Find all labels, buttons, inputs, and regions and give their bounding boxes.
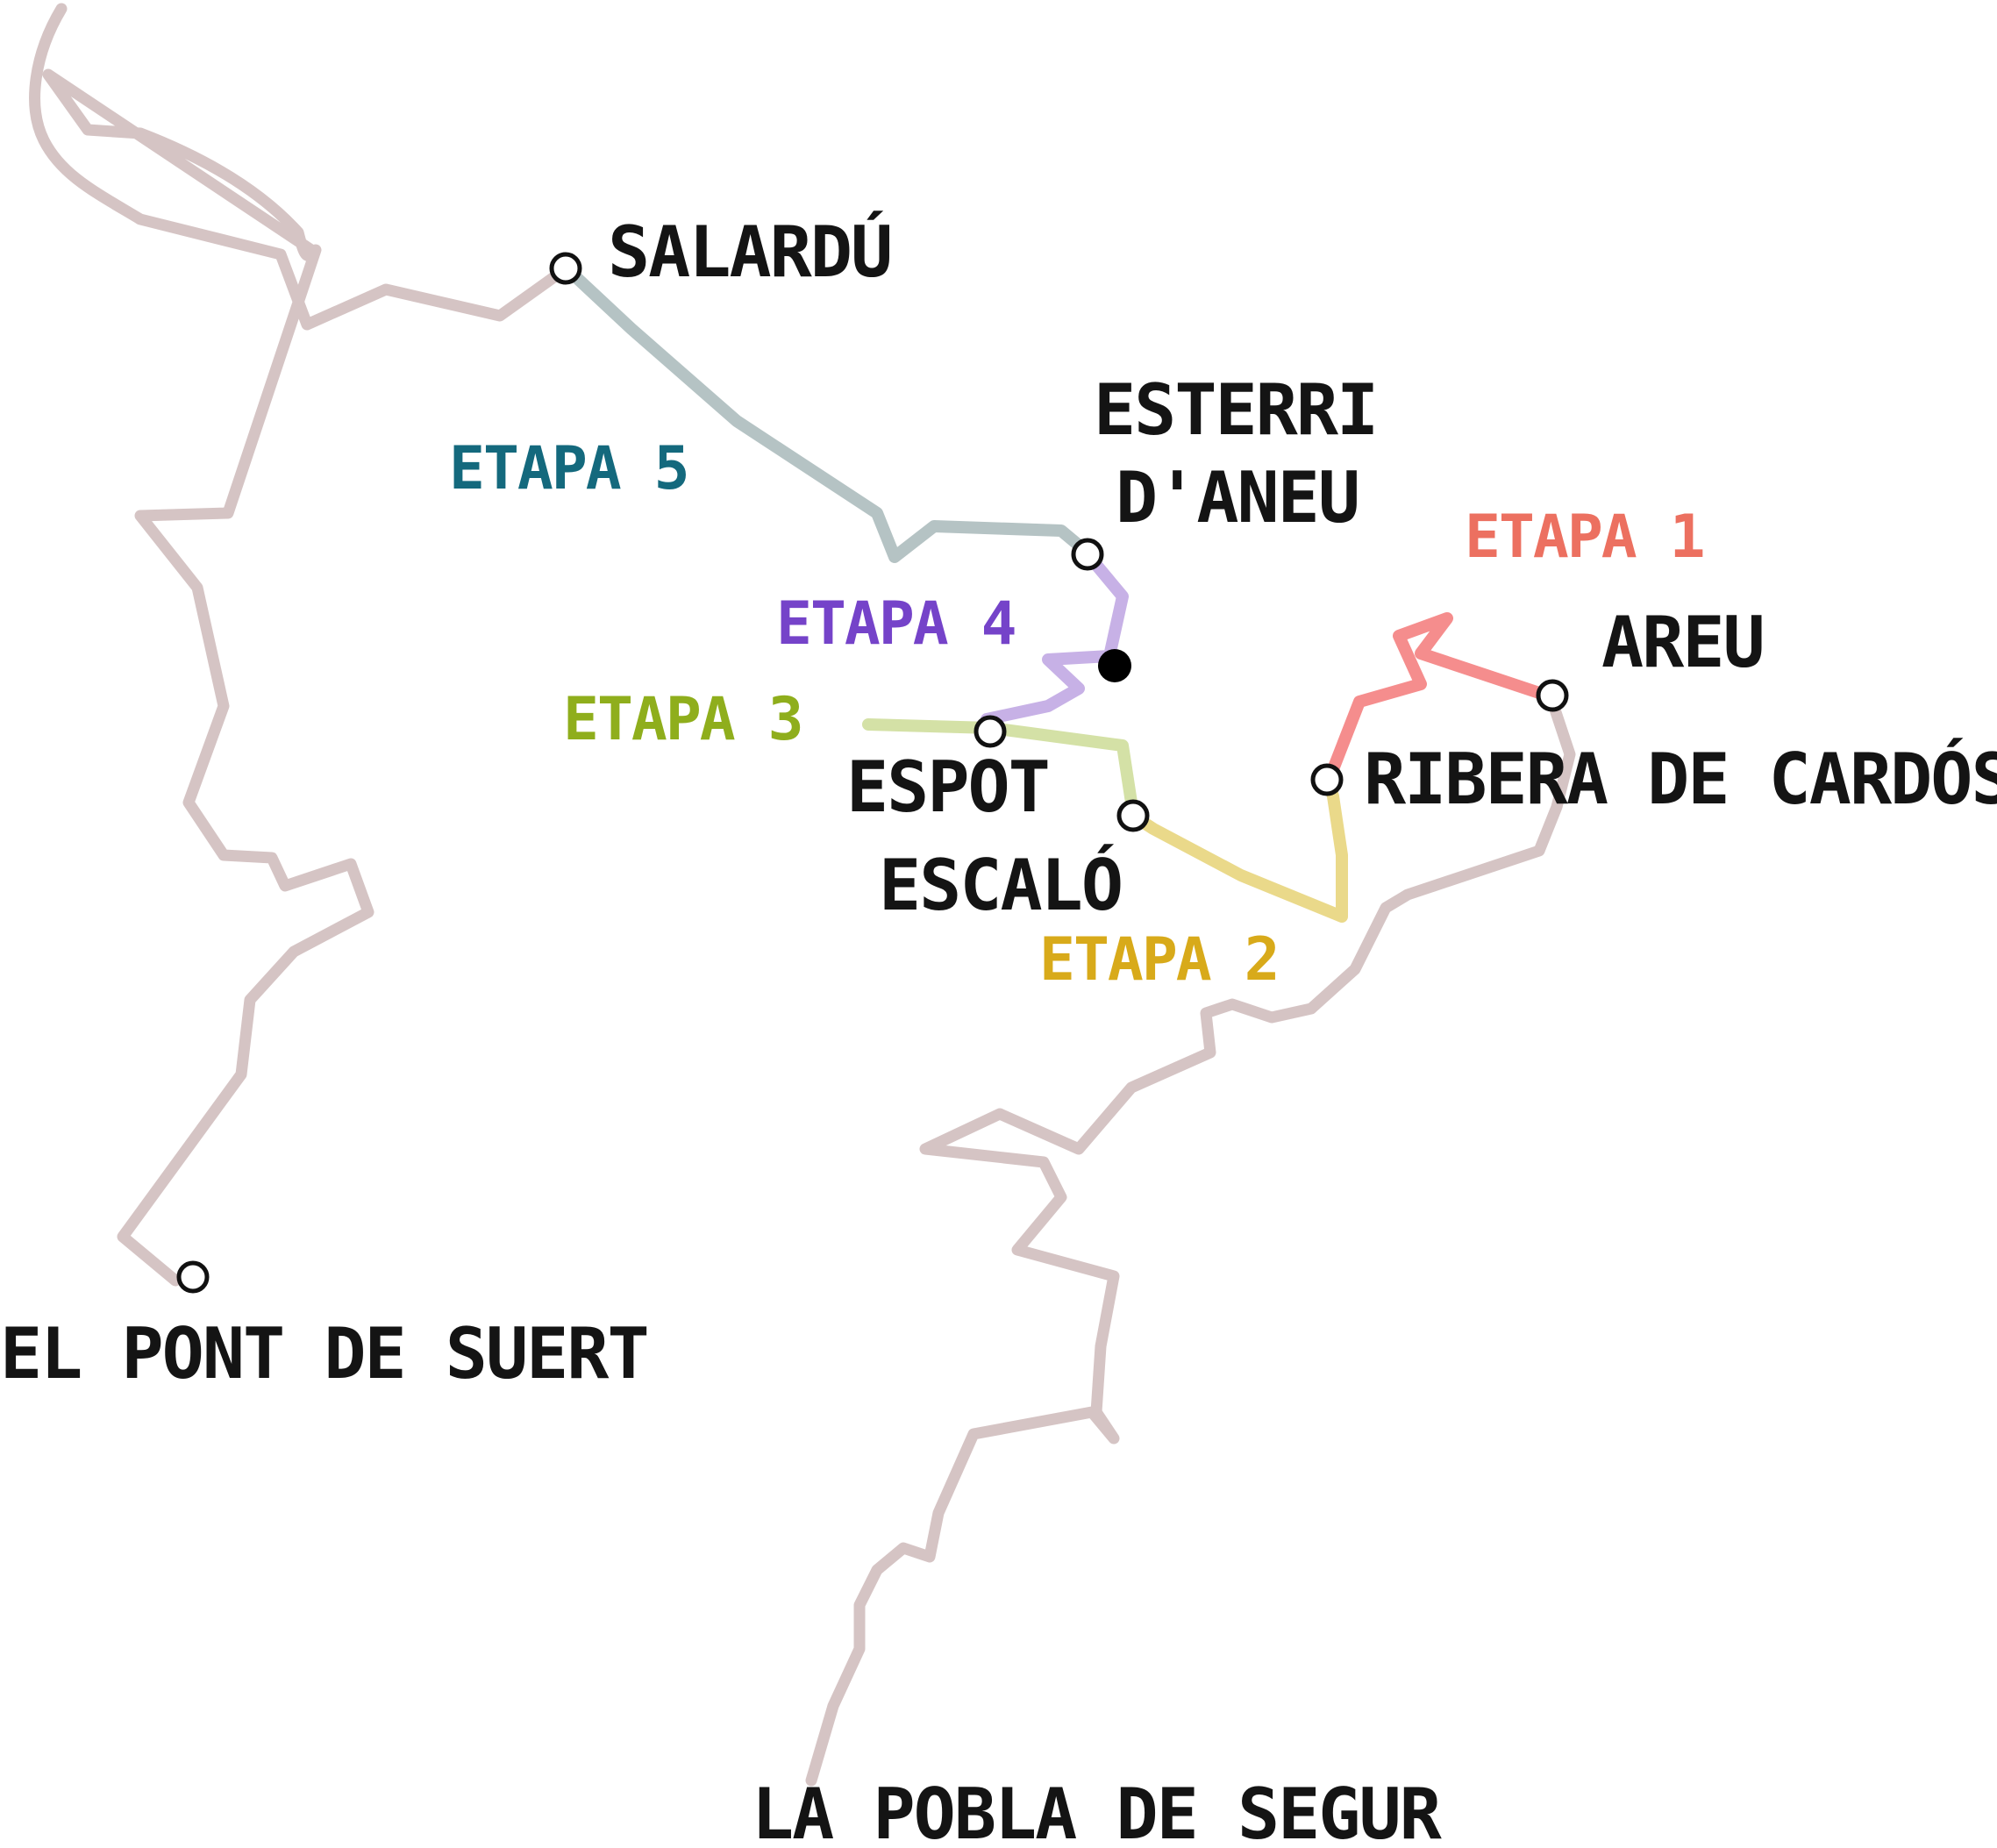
stage-label-5: ETAPA 5 <box>449 434 688 503</box>
town-labels: SALARDÚ ESTERRI D'ANEU AREU RIBERA DE CA… <box>0 210 1997 1848</box>
stage-3-route <box>862 718 1139 820</box>
road-west <box>117 244 374 1287</box>
town-label-salardu: SALARDÚ <box>608 210 891 293</box>
stage-2-route <box>1127 774 1348 923</box>
roads <box>29 3 1576 1787</box>
town-label-ribera: RIBERA DE CARDÓS <box>1364 738 1997 820</box>
road-east <box>805 696 1576 1787</box>
town-label-esterri-2: D'ANEU <box>1116 457 1359 539</box>
town-marker-espot[interactable] <box>974 715 1007 748</box>
town-markers <box>176 252 1569 1294</box>
town-marker-escalo[interactable] <box>1116 799 1150 832</box>
town-marker-ribera[interactable] <box>1310 763 1344 796</box>
town-label-escalo: ESCALÓ <box>879 844 1122 926</box>
town-marker-esterri[interactable] <box>1071 538 1104 571</box>
town-label-areu: AREU <box>1601 602 1764 683</box>
road-western-loop <box>29 3 567 331</box>
stage-5-route <box>560 261 1094 563</box>
town-marker-pont-suert[interactable] <box>176 1260 210 1294</box>
stage-label-1: ETAPA 1 <box>1465 503 1704 572</box>
stages <box>560 261 1558 923</box>
stage-labels: ETAPA 1 ETAPA 2 ETAPA 3 ETAPA 4 ETAPA 5 <box>449 434 1706 995</box>
town-label-esterri-1: ESTERRI <box>1094 369 1377 451</box>
road-north-hook <box>42 68 317 261</box>
town-label-pont-suert: EL PONT DE SUERT <box>0 1313 648 1395</box>
stage-label-3: ETAPA 3 <box>563 685 802 754</box>
start-point-marker[interactable] <box>1098 649 1131 682</box>
town-marker-salardu[interactable] <box>549 252 582 285</box>
town-label-pobla-segur: LA POBLA DE SEGUR <box>752 1773 1443 1848</box>
stage-label-4: ETAPA 4 <box>776 589 1016 659</box>
town-label-espot: ESPOT <box>846 746 1049 828</box>
stage-1-route <box>1323 612 1558 787</box>
stage-label-2: ETAPA 2 <box>1039 925 1279 995</box>
town-marker-areu[interactable] <box>1536 679 1569 712</box>
